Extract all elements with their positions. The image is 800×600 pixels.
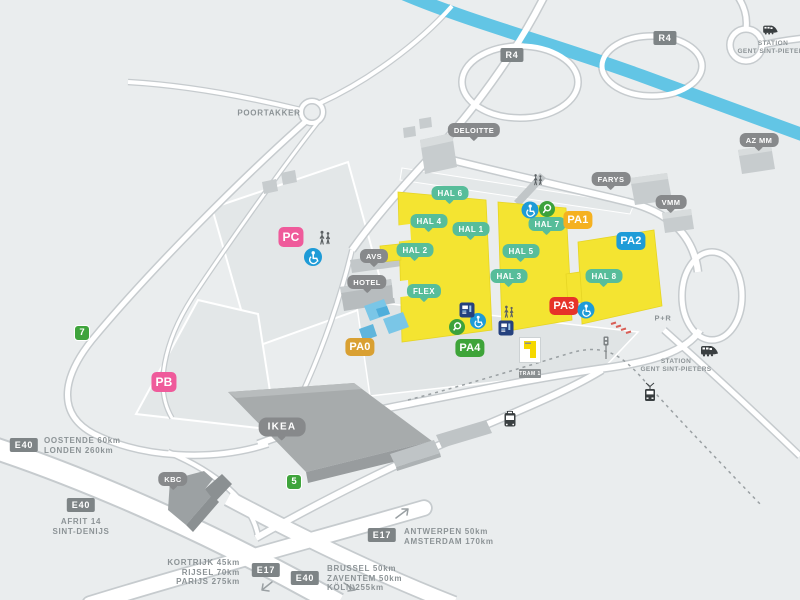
e17-badge-kortrijk: E17 xyxy=(251,563,281,577)
hal-7-label: HAL 7 xyxy=(528,217,566,235)
poortakker-label: POORTAKKER xyxy=(237,108,301,118)
tram-icon xyxy=(642,380,658,402)
entrance-canopy xyxy=(359,299,409,341)
exit-5-badge: 5 xyxy=(286,474,302,490)
hal-8-label: HAL 8 xyxy=(585,269,623,287)
parking-pa1-badge: PA1 xyxy=(563,211,593,229)
e40-badge-oostende: E40 xyxy=(9,438,39,452)
e17-badge-antwerpen: E17 xyxy=(367,528,397,542)
buildings-layer xyxy=(168,117,775,532)
r4-badge-west: R4 xyxy=(500,48,524,62)
vmm-building xyxy=(662,209,694,233)
parking-pc-badge: PC xyxy=(278,227,304,247)
azmm-label: AZ MM xyxy=(739,133,779,151)
small-houses xyxy=(262,117,432,194)
wheelchair-icon xyxy=(577,301,595,319)
pedestrians-icon xyxy=(503,305,516,319)
exit-7-badge: 7 xyxy=(74,325,90,341)
ticket-machine-icon xyxy=(498,320,514,336)
wheelchair-icon xyxy=(304,248,322,266)
bus-icon xyxy=(502,410,518,429)
deloitte-label: DELOITTE xyxy=(447,123,501,141)
hal-2-label: HAL 2 xyxy=(396,243,434,261)
pedestrians-icon xyxy=(318,230,333,246)
wheelchair-icon xyxy=(470,313,486,329)
pedestrians-icon xyxy=(532,173,544,187)
azmm-building xyxy=(738,145,775,174)
warehouse-buildings xyxy=(390,420,492,471)
deloitte-building xyxy=(420,133,457,174)
parking-pb-badge: PB xyxy=(151,372,177,392)
r4-ring-road xyxy=(401,0,800,141)
charging-point-icon xyxy=(449,319,465,335)
ikea-label: IKEA xyxy=(258,417,306,441)
tram-stop-sign: TRAM 1 xyxy=(519,337,541,378)
parking-pa2-badge: PA2 xyxy=(616,232,646,250)
hall-connector xyxy=(565,271,583,305)
parking-pa0-badge: PA0 xyxy=(345,338,375,356)
north-strip xyxy=(399,167,635,215)
crosswalk-marks xyxy=(610,321,632,334)
tram-stop-label: TRAM 1 xyxy=(519,369,541,378)
vmm-label: VMM xyxy=(655,195,687,213)
parking-pa4-badge: PA4 xyxy=(455,339,485,357)
farys-label: FARYS xyxy=(591,172,631,190)
hal-6-label: HAL 6 xyxy=(431,186,469,204)
train-icon xyxy=(762,23,779,36)
avs-label: AVS xyxy=(359,249,389,267)
hotel-label: HOTEL xyxy=(347,275,387,293)
traffic-light-icon xyxy=(600,335,612,361)
kbc-label: KBC xyxy=(158,472,188,490)
r4-badge-east: R4 xyxy=(653,31,677,45)
hall-notches xyxy=(392,224,411,298)
e40-badge-afrit: E40 xyxy=(66,498,96,512)
ticket-machine-icon xyxy=(459,302,475,318)
charging-point-icon xyxy=(539,201,555,217)
hal-1-label: HAL 1 xyxy=(452,222,490,240)
hal-4-label: HAL 4 xyxy=(410,214,448,232)
tram-flag-icon xyxy=(519,337,541,363)
hal-3-label: HAL 3 xyxy=(490,269,528,287)
hal-5-label: HAL 5 xyxy=(502,244,540,262)
wheelchair-icon xyxy=(521,201,539,219)
train-icon xyxy=(699,343,719,357)
e40-badge-brussel: E40 xyxy=(290,571,320,585)
parking-pa3-badge: PA3 xyxy=(549,297,579,315)
flex-hall-label: FLEX xyxy=(406,284,442,302)
road-arrows xyxy=(261,508,409,592)
pedestrian-bridge xyxy=(514,173,546,206)
park-and-ride-label: P+R xyxy=(654,313,672,323)
tram-line xyxy=(407,348,763,507)
